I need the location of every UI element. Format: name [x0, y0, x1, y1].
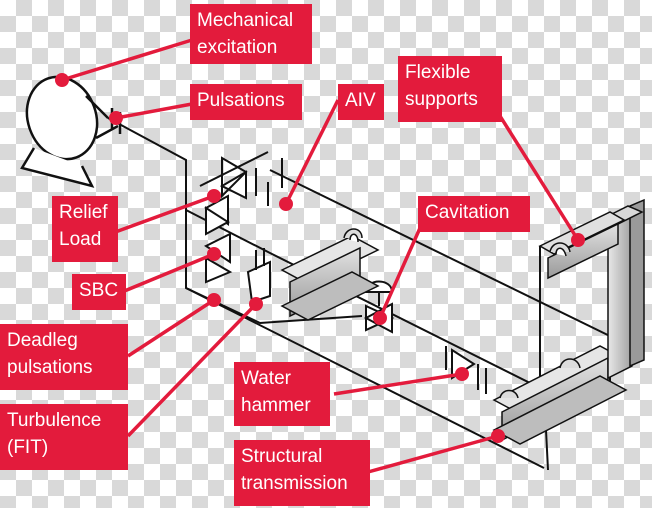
- dot-mechanical-excitation: [55, 73, 69, 87]
- label-water-hammer: Water hammer: [234, 362, 330, 426]
- dot-water-hammer: [455, 367, 469, 381]
- dot-sbc: [207, 247, 221, 261]
- label-flexible-supports: Flexible supports: [398, 56, 502, 122]
- pump-icon: [20, 75, 119, 188]
- dot-cavitation: [373, 311, 387, 325]
- label-turbulence-fit: Turbulence (FIT): [0, 404, 128, 470]
- label-structural-transmission: Structural transmission: [234, 440, 370, 506]
- relief-valve-icon: [204, 156, 283, 284]
- dot-aiv: [279, 197, 293, 211]
- dot-structural: [491, 429, 505, 443]
- callout-dots: [55, 73, 585, 443]
- beam-support-middle: [280, 228, 380, 321]
- label-deadleg-pulsations: Deadleg pulsations: [0, 324, 128, 390]
- label-sbc: SBC: [72, 274, 126, 310]
- dot-pulsations: [109, 111, 123, 125]
- small-bore-connection-icon: [246, 248, 271, 304]
- label-mechanical-excitation: Mechanical excitation: [190, 4, 312, 64]
- dot-relief-load: [207, 189, 221, 203]
- beam-support-bottom: [492, 345, 628, 445]
- callout-lines: [61, 38, 580, 474]
- label-pulsations: Pulsations: [190, 84, 302, 120]
- dot-flexible-supports: [571, 233, 585, 247]
- dot-turbulence: [249, 297, 263, 311]
- dot-deadleg: [207, 293, 221, 307]
- label-aiv: AIV: [338, 84, 384, 120]
- steel-column: [538, 198, 645, 380]
- label-cavitation: Cavitation: [418, 196, 530, 232]
- label-relief-load: Relief Load: [52, 196, 118, 262]
